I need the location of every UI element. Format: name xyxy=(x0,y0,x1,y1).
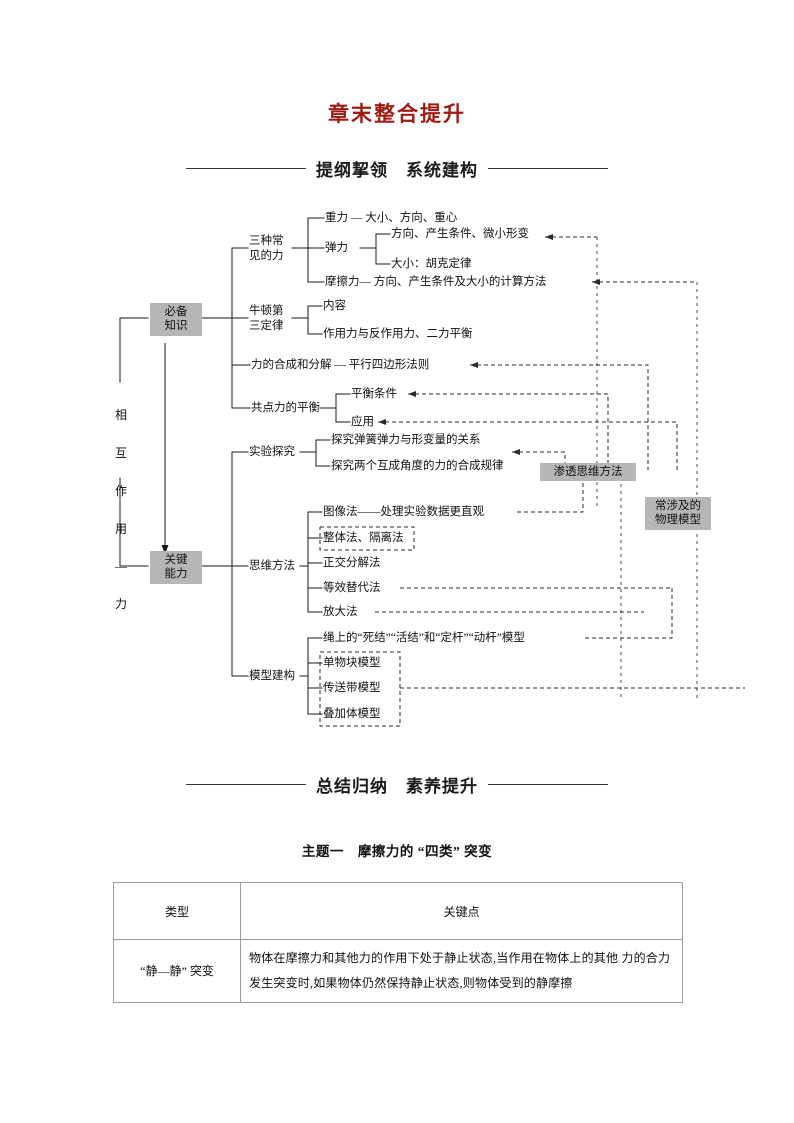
node-force-composition: 力的合成和分解 — 平行四边形法则 xyxy=(251,359,430,371)
node-concurrent-equilibrium: 共点力的平衡 xyxy=(251,402,320,414)
root-char-2: 作 xyxy=(114,483,127,498)
node-experiment-angle: 探究两个互成角度的力的合成规律 xyxy=(331,460,504,472)
table-header-key: 关键点 xyxy=(240,882,683,940)
root-char-1: 互 xyxy=(114,445,127,460)
node-thinking-methods: 思维方法 xyxy=(249,560,295,572)
root-char-5: 力 xyxy=(114,597,127,612)
node-stacked-body-model: 叠加体模型 xyxy=(323,708,381,720)
node-gravity: 重力 — 大小、方向、重心 xyxy=(325,212,458,224)
node-elastic-force: 弹力 xyxy=(325,242,348,254)
node-rope-knot-model: 绳上的“死结”“活结”和“定杆”“动杆”模型 xyxy=(323,632,525,644)
node-whole-isolation-method: 整体法、隔离法 xyxy=(323,532,404,544)
node-friction-force: 摩擦力— 方向、产生条件及大小的计算方法 xyxy=(325,276,547,288)
topic-heading: 主题一 摩擦力的 “四类” 突变 xyxy=(301,844,493,859)
node-equilibrium-condition: 平衡条件 xyxy=(351,388,397,400)
node-graph-method: 图像法——处理实验数据更直观 xyxy=(323,506,484,518)
rule-left-2 xyxy=(186,784,306,785)
root-char-3: 用 xyxy=(114,521,127,536)
page-title: 章末整合提升 xyxy=(328,102,466,126)
tag-thinking-methods: 渗透思维方法 xyxy=(540,463,636,482)
table-header-row: 类型 关键点 xyxy=(113,882,683,940)
table-cell-key: 物体在摩擦力和其他力的作用下处于静止状态,当作用在物体上的其他 力的合力发生突变… xyxy=(240,938,683,1004)
node-newton-content: 内容 xyxy=(323,300,346,312)
table-cell-type: “静—静” 突变 xyxy=(113,938,241,1004)
node-model-construction: 模型建构 xyxy=(249,670,295,682)
friction-mutation-table: 类型 关键点 “静—静” 突变 物体在摩擦力和其他力的作用下处于静止状态,当作用… xyxy=(113,882,683,1004)
arrowhead xyxy=(545,234,553,240)
tag-physical-models: 常涉及的 物理模型 xyxy=(645,497,711,530)
box-key-ability: 关键 能力 xyxy=(150,551,202,584)
section-header-summary: 总结归纳 素养提升 xyxy=(0,772,794,797)
node-orthogonal-decomposition: 正交分解法 xyxy=(323,557,381,569)
root-char-4: — xyxy=(115,559,127,574)
node-elastic-direction: 方向、产生条件、微小形变 xyxy=(391,228,529,240)
table-header-type: 类型 xyxy=(113,882,241,940)
node-three-common-forces: 三种常 见的力 xyxy=(249,235,284,263)
node-magnification-method: 放大法 xyxy=(323,606,358,618)
box-essential-knowledge: 必备 知识 xyxy=(150,303,202,336)
root-char-0: 相 xyxy=(114,408,127,423)
node-newton-third-law: 牛顿第 三定律 xyxy=(249,305,284,333)
rule-right-2 xyxy=(488,784,608,785)
node-single-block-model: 单物块模型 xyxy=(323,657,381,669)
rule-right xyxy=(488,168,608,169)
node-experiment-spring: 探究弹簧弹力与形变量的关系 xyxy=(331,434,481,446)
table-row: “静—静” 突变 物体在摩擦力和其他力的作用下处于静止状态,当作用在物体上的其他… xyxy=(113,938,683,1004)
section-header-mindmap-label: 提纲挈领 系统建构 xyxy=(316,161,478,180)
rule-left xyxy=(186,168,306,169)
node-elastic-hooke: 大小：胡克定律 xyxy=(391,258,472,270)
node-equilibrium-application: 应用 xyxy=(351,416,374,428)
node-experiment-inquiry: 实验探究 xyxy=(249,446,295,458)
node-conveyor-belt-model: 传送带模型 xyxy=(323,682,381,694)
root-label-vertical: 相 互 作 用 — 力 xyxy=(112,384,130,636)
section-header-mindmap: 提纲挈领 系统建构 xyxy=(0,156,794,181)
node-equivalent-substitution: 等效替代法 xyxy=(323,582,381,594)
section-header-summary-label: 总结归纳 素养提升 xyxy=(316,777,478,796)
node-newton-pair: 作用力与反作用力、二力平衡 xyxy=(323,328,473,340)
